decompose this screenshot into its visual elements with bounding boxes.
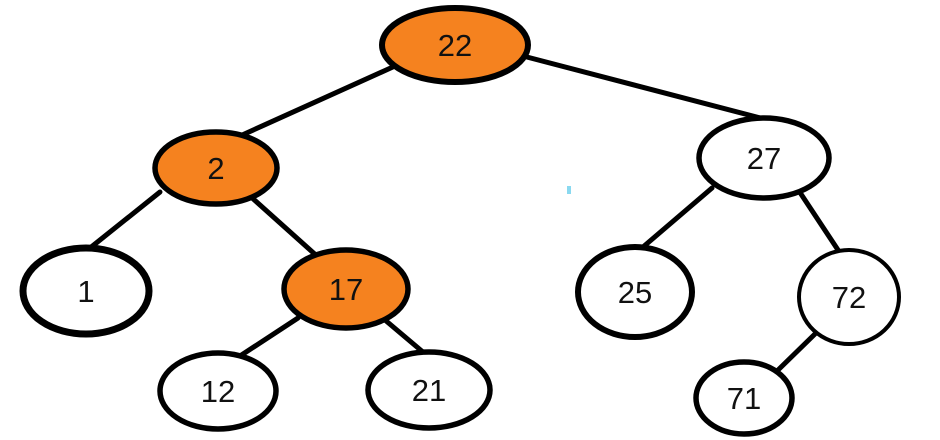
node-ellipse-25 <box>575 244 695 340</box>
node-label-1: 1 <box>77 274 94 309</box>
tree-edge-27-25 <box>640 185 715 250</box>
node-label-22: 22 <box>438 28 472 63</box>
tree-node-25: 25 <box>575 244 695 340</box>
node-label-17: 17 <box>329 272 363 307</box>
node-ellipse-72 <box>797 248 901 346</box>
node-ellipse-22 <box>379 5 531 85</box>
node-ellipse-71 <box>693 359 795 437</box>
node-label-27: 27 <box>747 141 781 176</box>
tree-edge-17-12 <box>237 315 301 359</box>
tree-edge-2-1 <box>82 189 163 255</box>
node-ellipse-12 <box>157 350 279 432</box>
tree-node-2: 2 <box>152 129 280 207</box>
node-label-72: 72 <box>832 280 866 315</box>
tree-edge-22-2 <box>237 63 398 139</box>
node-label-25: 25 <box>618 275 652 310</box>
tree-node-22: 22 <box>379 5 531 85</box>
node-ellipse-1 <box>19 244 153 338</box>
tree-node-12: 12 <box>157 350 279 432</box>
tree-edge-2-17 <box>247 193 321 260</box>
node-label-71: 71 <box>727 381 761 416</box>
tree-node-27: 27 <box>696 115 832 201</box>
node-ellipse-27 <box>696 115 832 201</box>
tree-node-21: 21 <box>365 349 493 431</box>
tree-edge-22-27 <box>520 53 775 124</box>
node-ellipse-21 <box>365 349 493 431</box>
tree-node-71: 71 <box>693 359 795 437</box>
stray-pixel-artifact <box>567 186 571 194</box>
node-label-2: 2 <box>207 151 224 186</box>
node-ellipse-17 <box>281 247 411 331</box>
node-label-21: 21 <box>412 373 446 408</box>
tree-node-17: 17 <box>281 247 411 331</box>
tree-node-72: 72 <box>797 248 901 346</box>
node-label-12: 12 <box>201 374 235 409</box>
tree-node-1: 1 <box>19 244 153 338</box>
node-ellipse-2 <box>152 129 280 207</box>
tree-edge-27-72 <box>796 188 843 256</box>
tree-edge-72-71 <box>773 329 820 375</box>
